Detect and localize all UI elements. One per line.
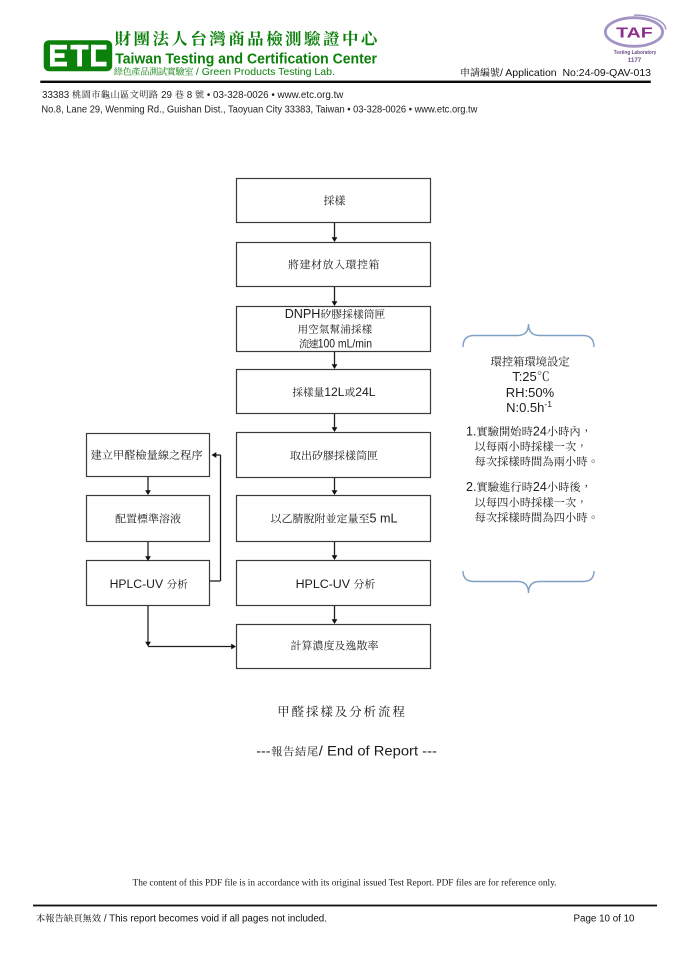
svg-text:TAF: TAF [616,25,653,41]
svg-text:Page 10 of 10: Page 10 of 10 [574,914,636,925]
svg-text:The content of this PDF file i: The content of this PDF file is in accor… [133,878,557,888]
svg-text:100 mL/min: 100 mL/min [318,337,372,351]
svg-text:Taiwan Testing and Certificati: Taiwan Testing and Certification Center [115,50,377,67]
svg-text:N:0.5h: N:0.5h [506,400,544,415]
svg-text:24L: 24L [355,385,376,399]
svg-text:RH:50%: RH:50% [506,385,555,400]
svg-text:HPLC-UV: HPLC-UV [296,577,354,591]
svg-text:T:25: T:25 [512,369,537,384]
svg-text:/ This report becomes void if: / This report becomes void if all pages … [101,914,327,925]
svg-text:12L: 12L [324,385,345,399]
svg-text:---: --- [256,743,270,759]
svg-text:DNPH: DNPH [285,307,321,321]
svg-text:29: 29 [158,90,174,101]
svg-text:24: 24 [533,480,547,494]
svg-text:HPLC-UV: HPLC-UV [110,577,167,591]
svg-text:8: 8 [184,90,195,101]
svg-text:/ Green Products Testing Lab.: / Green Products Testing Lab. [196,66,335,78]
svg-text:-1: -1 [544,399,552,409]
svg-text:2.: 2. [466,480,476,494]
svg-text:/ End of Report ---: / End of Report --- [319,743,437,759]
svg-text:24: 24 [533,425,547,439]
svg-text:33383: 33383 [42,90,72,101]
svg-text:Testing Laboratory: Testing Laboratory [614,50,657,56]
svg-text:1177: 1177 [628,57,642,64]
svg-text:• 03-328-0026 • www.etc.org.tw: • 03-328-0026 • www.etc.org.tw [204,90,344,101]
svg-text:1.: 1. [466,425,476,439]
svg-text:/ Application No:24-09-QAV-01: / Application No:24-09-QAV-013 [500,67,651,79]
svg-text:No.8, Lane 29, Wenming Rd., Gu: No.8, Lane 29, Wenming Rd., Guishan Dist… [41,104,478,115]
svg-text:5 mL: 5 mL [370,512,398,526]
